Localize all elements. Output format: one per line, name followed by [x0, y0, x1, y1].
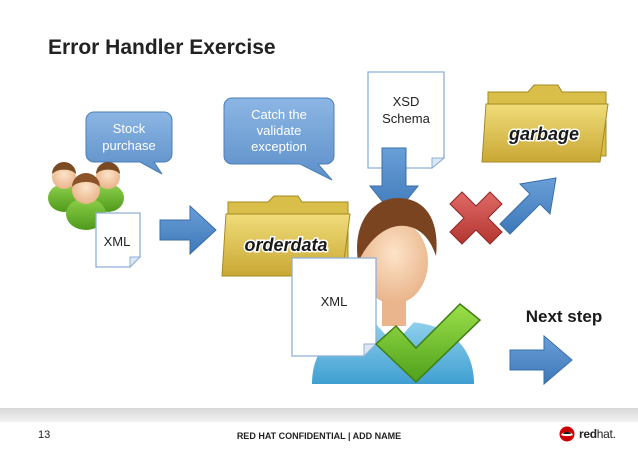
callout-catch-line1: Catch the	[251, 107, 307, 122]
red-cross-icon	[449, 191, 503, 245]
callout-catch-line2: validate	[257, 123, 302, 138]
xml-left-label: XML	[104, 234, 131, 249]
diagonal-arrow-icon	[499, 177, 557, 235]
next-step-arrow-icon	[509, 334, 573, 386]
garbage-folder-icon: garbage	[481, 84, 609, 163]
callout-stock-line1: Stock	[113, 121, 146, 136]
xml-document-center: XML	[291, 257, 378, 358]
xsd-line2: Schema	[382, 111, 430, 126]
right-arrow-icon	[159, 204, 217, 256]
xsd-schema-document: XSD Schema	[367, 71, 446, 170]
page-number: 13	[38, 429, 51, 441]
callout-catch-line3: exception	[251, 139, 307, 154]
callout-stock-line2: purchase	[102, 138, 155, 153]
check-mark-icon	[374, 302, 482, 384]
garbage-label: garbage	[508, 124, 579, 144]
redhat-wordmark: redhat.	[579, 427, 616, 441]
redhat-hat-icon	[559, 426, 575, 442]
xsd-line1: XSD	[393, 94, 420, 109]
footer-confidential: RED HAT CONFIDENTIAL | ADD NAME	[236, 431, 402, 441]
callout-stock-purchase: Stock purchase	[85, 111, 173, 175]
slide-title: Error Handler Exercise	[48, 36, 276, 59]
xml-document-left: XML	[95, 212, 142, 269]
xml-center-label: XML	[321, 294, 348, 309]
callout-catch-exception: Catch the validate exception	[223, 97, 335, 181]
footer-bar	[0, 408, 638, 422]
redhat-logo: redhat.	[558, 424, 616, 444]
next-step-label: Next step	[526, 307, 603, 326]
orderdata-label: orderdata	[244, 235, 327, 255]
